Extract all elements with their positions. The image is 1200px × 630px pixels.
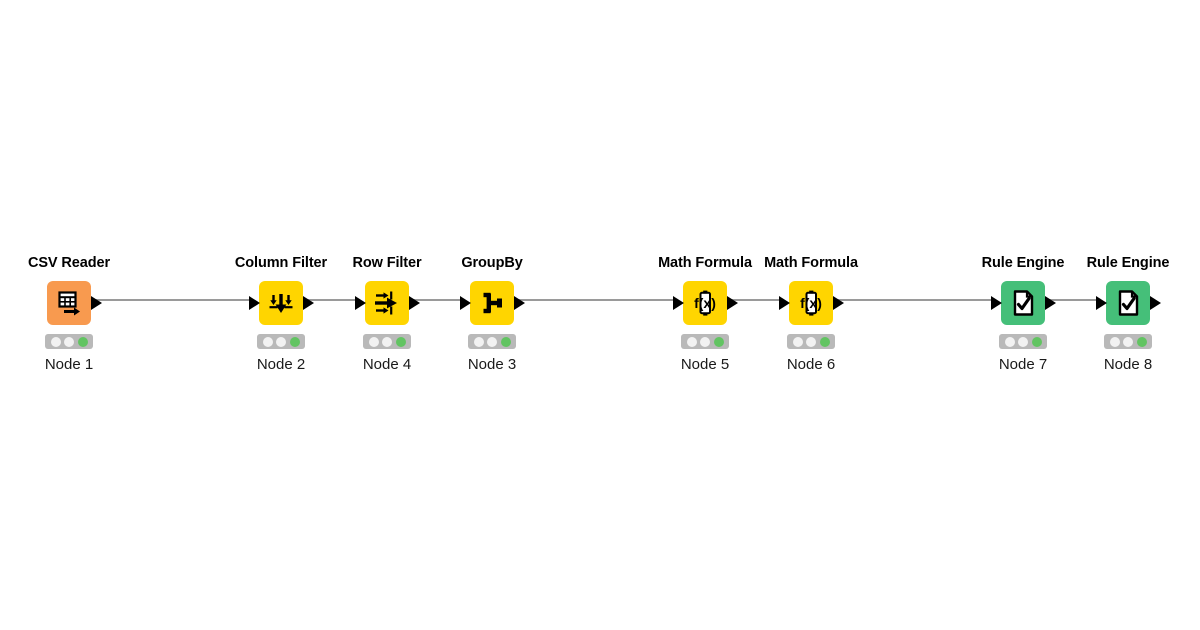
- svg-text:f(x): f(x): [800, 295, 822, 311]
- node-title: Rule Engine: [981, 255, 1065, 271]
- status-led-idle: [262, 336, 273, 347]
- connection-node-5-to-node-6[interactable]: [728, 299, 779, 301]
- status-led-idle: [1004, 336, 1015, 347]
- svg-text:f(x): f(x): [694, 295, 716, 311]
- status-led-idle: [686, 336, 697, 347]
- output-port-triangle-icon[interactable]: [409, 296, 420, 310]
- status-led-idle: [50, 336, 61, 347]
- status-led-queued: [382, 336, 392, 347]
- node-name-label[interactable]: Node 1: [44, 356, 94, 373]
- node-status-bar: [363, 334, 411, 349]
- node-icon-box[interactable]: f(x): [683, 281, 727, 325]
- document-check-icon: [1008, 288, 1038, 318]
- column-filter-icon: [266, 288, 296, 318]
- node-title: Rule Engine: [1086, 255, 1170, 271]
- status-led-executed: [77, 336, 88, 347]
- node-name-label[interactable]: Node 7: [998, 356, 1048, 373]
- table-arrow-icon: [54, 288, 84, 318]
- node-title: CSV Reader: [27, 255, 111, 271]
- status-led-queued: [700, 336, 710, 347]
- node-icon-box[interactable]: [1001, 281, 1045, 325]
- status-led-executed: [395, 336, 406, 347]
- input-port-triangle-icon[interactable]: [249, 296, 260, 310]
- status-led-executed: [1031, 336, 1042, 347]
- node-icon-box[interactable]: f(x): [789, 281, 833, 325]
- status-led-queued: [276, 336, 286, 347]
- node-name-label[interactable]: Node 8: [1103, 356, 1153, 373]
- fx-formula-icon: f(x): [796, 288, 826, 318]
- node-title: Math Formula: [764, 255, 858, 271]
- node-name-label[interactable]: Node 3: [467, 356, 517, 373]
- node-icon-box[interactable]: [47, 281, 91, 325]
- output-port-triangle-icon[interactable]: [303, 296, 314, 310]
- output-port-triangle-icon[interactable]: [1045, 296, 1056, 310]
- connection-node-4-to-node-3[interactable]: [410, 299, 460, 301]
- input-port-triangle-icon[interactable]: [1096, 296, 1107, 310]
- input-port-triangle-icon[interactable]: [460, 296, 471, 310]
- node-title: GroupBy: [461, 255, 523, 271]
- connection-node-3-to-node-5[interactable]: [515, 299, 673, 301]
- status-led-queued: [1018, 336, 1028, 347]
- node-name-label[interactable]: Node 5: [680, 356, 730, 373]
- input-port-triangle-icon[interactable]: [355, 296, 366, 310]
- node-status-bar: [257, 334, 305, 349]
- connection-node-1-to-node-2[interactable]: [92, 299, 249, 301]
- node-status-bar: [999, 334, 1047, 349]
- groupby-merge-icon: [477, 288, 507, 318]
- connection-node-7-to-node-8[interactable]: [1046, 299, 1096, 301]
- node-status-bar: [468, 334, 516, 349]
- connection-node-6-to-node-7[interactable]: [834, 299, 991, 301]
- node-icon-box[interactable]: [1106, 281, 1150, 325]
- status-led-executed: [500, 336, 511, 347]
- output-port-triangle-icon[interactable]: [514, 296, 525, 310]
- connection-node-2-to-node-4[interactable]: [304, 299, 355, 301]
- status-led-queued: [64, 336, 74, 347]
- node-name-label[interactable]: Node 2: [256, 356, 306, 373]
- output-port-triangle-icon[interactable]: [1150, 296, 1161, 310]
- node-status-bar: [787, 334, 835, 349]
- node-status-bar: [1104, 334, 1152, 349]
- fx-formula-icon: f(x): [690, 288, 720, 318]
- node-status-bar: [45, 334, 93, 349]
- node-icon-box[interactable]: [365, 281, 409, 325]
- status-led-idle: [368, 336, 379, 347]
- node-name-label[interactable]: Node 4: [362, 356, 412, 373]
- document-check-icon: [1113, 288, 1143, 318]
- node-title: Row Filter: [352, 255, 422, 271]
- node-title: Column Filter: [234, 255, 328, 271]
- status-led-idle: [792, 336, 803, 347]
- status-led-queued: [487, 336, 497, 347]
- node-status-bar: [681, 334, 729, 349]
- output-port-triangle-icon[interactable]: [91, 296, 102, 310]
- status-led-executed: [1136, 336, 1147, 347]
- row-filter-icon: [372, 288, 402, 318]
- status-led-idle: [473, 336, 484, 347]
- input-port-triangle-icon[interactable]: [779, 296, 790, 310]
- input-port-triangle-icon[interactable]: [673, 296, 684, 310]
- node-icon-box[interactable]: [470, 281, 514, 325]
- output-port-triangle-icon[interactable]: [727, 296, 738, 310]
- node-icon-box[interactable]: [259, 281, 303, 325]
- status-led-executed: [713, 336, 724, 347]
- input-port-triangle-icon[interactable]: [991, 296, 1002, 310]
- status-led-idle: [1109, 336, 1120, 347]
- status-led-executed: [819, 336, 830, 347]
- status-led-executed: [289, 336, 300, 347]
- status-led-queued: [806, 336, 816, 347]
- node-name-label[interactable]: Node 6: [786, 356, 836, 373]
- node-title: Math Formula: [658, 255, 752, 271]
- status-led-queued: [1123, 336, 1133, 347]
- output-port-triangle-icon[interactable]: [833, 296, 844, 310]
